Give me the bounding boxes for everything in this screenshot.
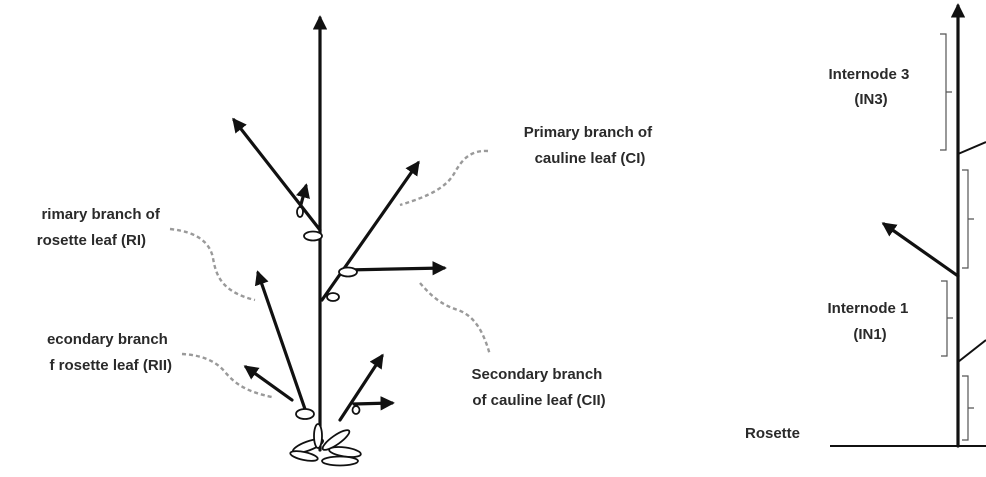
connector-secondary-rosette (181, 352, 273, 399)
rosette-node-leaf (295, 408, 315, 420)
secondary-rosette-branch-right (352, 396, 395, 411)
label-rosette: Rosette (745, 425, 800, 442)
branching-plant-diagram: Primary branch of cauline leaf (CI) rima… (37, 15, 657, 467)
cauline-leaf-middle (338, 266, 358, 278)
branch-node-3 (957, 141, 986, 155)
rosette-leaves (289, 423, 362, 467)
basal-internode-brace (962, 375, 974, 441)
branch-node-2 (881, 222, 960, 278)
internode-2-brace (962, 169, 974, 269)
secondary-rosette-branch (243, 365, 294, 402)
label-internode-3: Internode 3 (IN3) (828, 66, 913, 108)
cauline-branch-upper (232, 117, 322, 232)
cauline-leaf-lower (326, 292, 340, 302)
internode-3-brace (940, 33, 952, 151)
label-primary-cauline: Primary branch of cauline leaf (CI) (524, 124, 657, 167)
internode-diagram: Internode 3 (IN3) Internode 1 (IN1) Rose… (745, 3, 986, 448)
primary-rosette-branch-right (338, 353, 384, 422)
primary-rosette-branch (254, 270, 308, 414)
cauline-leaf-upper-small (296, 206, 304, 218)
label-secondary-rosette: econdary branch f rosette leaf (RII) (47, 331, 172, 374)
label-internode-1: Internode 1 (IN1) (827, 300, 912, 343)
branch-node-1 (957, 339, 986, 363)
connector-primary-cauline (399, 149, 489, 207)
primary-cauline-branch (320, 160, 420, 302)
connector-secondary-cauline (419, 282, 492, 356)
secondary-cauline-branch (344, 261, 447, 276)
label-primary-rosette: rimary branch of rosette leaf (RI) (37, 206, 164, 249)
rosette-node-leaf-small (351, 405, 361, 415)
label-secondary-cauline: Secondary branch of cauline leaf (CII) (471, 366, 606, 409)
cauline-secondary-upper (296, 183, 310, 210)
cauline-leaf-upper (303, 230, 323, 242)
connector-primary-rosette (169, 227, 256, 302)
internode-1-brace (941, 280, 953, 357)
